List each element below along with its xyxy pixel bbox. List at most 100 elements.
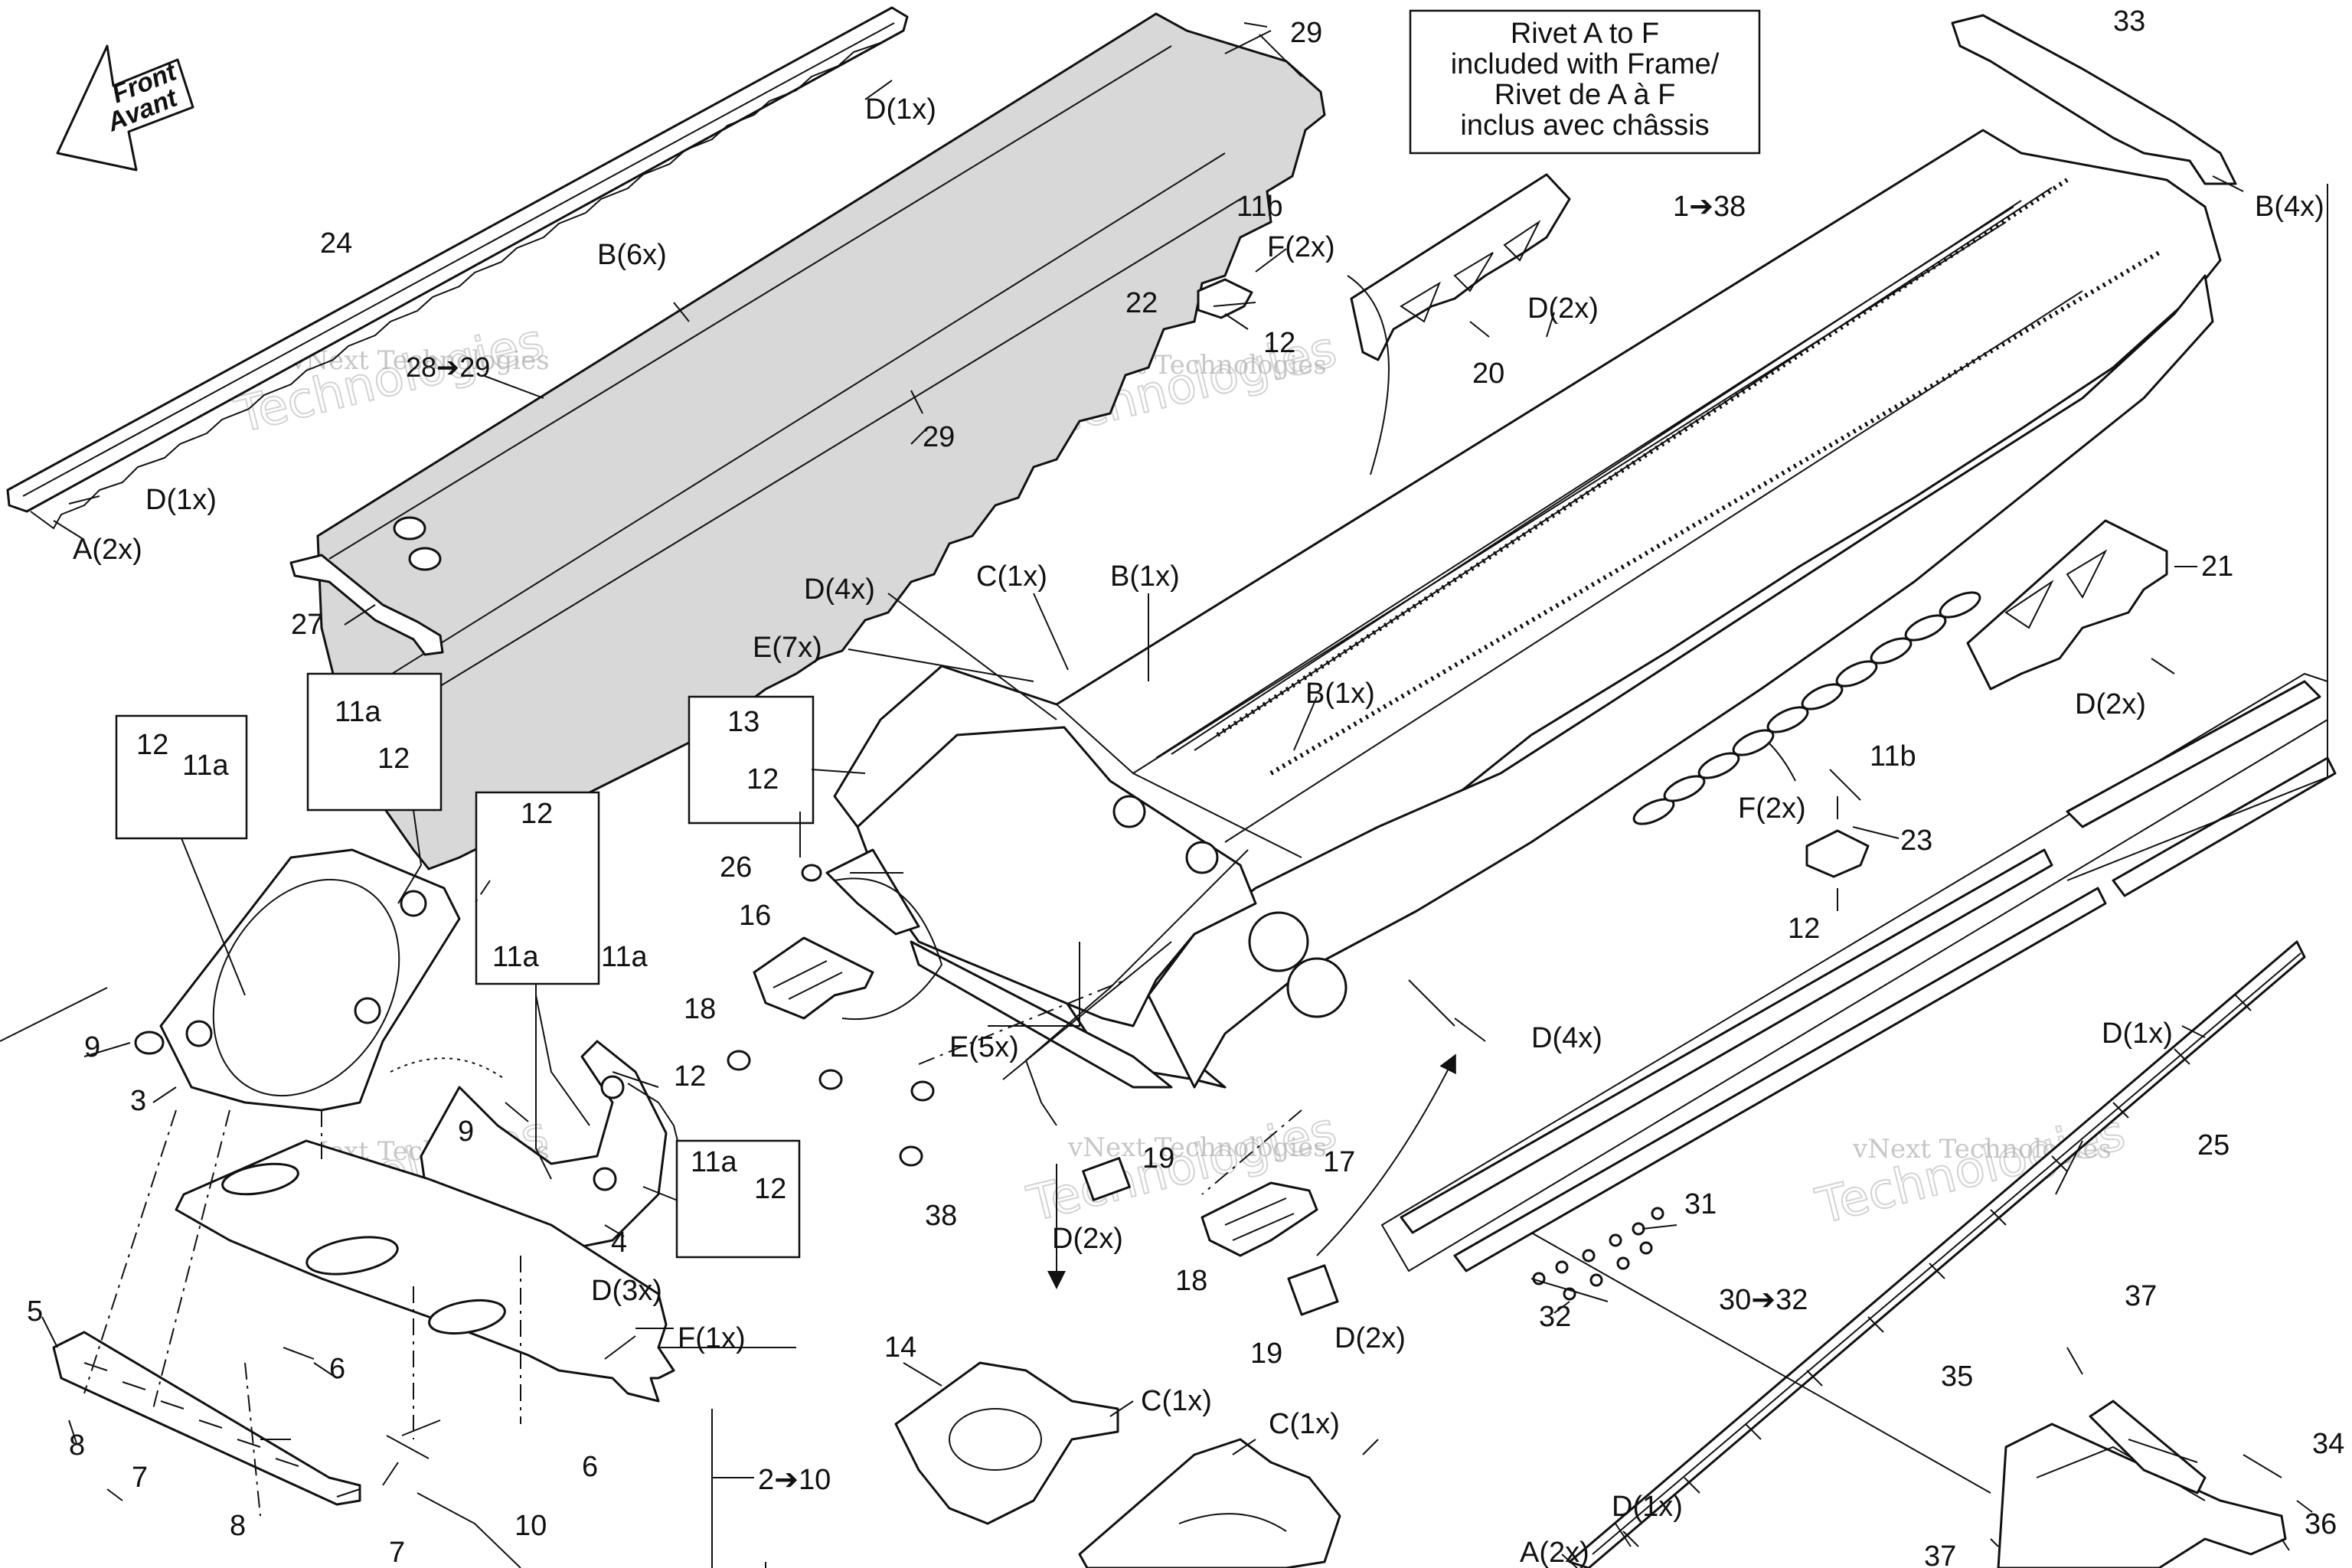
callout: 11a xyxy=(182,750,229,782)
callout: 32 xyxy=(1539,1301,1571,1333)
part-19-plate xyxy=(1082,1157,1339,1316)
callout: 1➔38 xyxy=(1673,191,1746,223)
part-9-bushing-a xyxy=(134,1031,165,1055)
callout: D(2x) xyxy=(1052,1223,1123,1255)
callout: 31 xyxy=(1684,1188,1717,1220)
callout: 3 xyxy=(130,1085,146,1117)
part-5-7-bumper xyxy=(52,1331,361,1506)
front-arrow-icon: Front Avant xyxy=(56,44,194,172)
callout: 6 xyxy=(329,1353,345,1385)
callout: 4 xyxy=(611,1227,627,1259)
rivet-note-line: included with Frame/ xyxy=(1451,48,1720,80)
callout: 37 xyxy=(1924,1540,1956,1568)
callout: D(4x) xyxy=(804,573,875,606)
part-34-bracket xyxy=(1997,1400,2287,1568)
part-24-rail xyxy=(6,6,909,530)
callout: 6 xyxy=(582,1451,598,1483)
callout: D(2x) xyxy=(1527,292,1599,325)
callout: 30➔32 xyxy=(1719,1284,1808,1316)
callout: 20 xyxy=(1472,358,1504,390)
part-14-cover xyxy=(894,1361,1119,1525)
watermark-text: vNext Technologies xyxy=(1067,1132,1327,1163)
callout: 12 xyxy=(674,1060,706,1093)
part-21-bracket xyxy=(1966,519,2168,691)
callout: 8 xyxy=(230,1510,246,1542)
callout: F(1x) xyxy=(678,1322,746,1354)
callout: 12 xyxy=(136,729,168,761)
callout: 13 xyxy=(727,706,760,738)
callout: 8 xyxy=(69,1429,85,1462)
callout: D(4x) xyxy=(1531,1022,1602,1054)
callout: 2➔10 xyxy=(758,1464,831,1496)
callout: 35 xyxy=(1941,1361,1973,1393)
callout: C(1x) xyxy=(976,560,1047,593)
callout: 10 xyxy=(514,1510,547,1542)
callout: 23 xyxy=(1900,825,1932,857)
part-20-bracket xyxy=(1350,173,1571,361)
part-25-rail xyxy=(1568,940,2306,1568)
callout: 16 xyxy=(739,900,771,932)
callout: B(1x) xyxy=(1305,678,1375,710)
callout: D(2x) xyxy=(2075,688,2146,720)
callout: 11b xyxy=(1236,191,1283,223)
callout: 9 xyxy=(84,1031,100,1063)
callout: A(2x) xyxy=(1520,1537,1589,1568)
callout: 17 xyxy=(1323,1146,1355,1178)
part-3-bracket xyxy=(159,848,461,1112)
callout: D(1x) xyxy=(2102,1018,2173,1050)
part-30-32-slides xyxy=(1380,672,2337,1301)
callout: D(1x) xyxy=(1612,1491,1683,1523)
part-2-10-skid-plate xyxy=(175,1139,675,1403)
callout: 18 xyxy=(1175,1265,1207,1297)
callout: 24 xyxy=(320,227,352,260)
callout: 19 xyxy=(1142,1142,1174,1174)
callout: C(1x) xyxy=(1141,1385,1212,1417)
rivet-note-line: inclus avec châssis xyxy=(1460,109,1709,142)
part-1-38-frame xyxy=(825,129,2222,1089)
callout: D(1x) xyxy=(145,484,217,516)
callout: 18 xyxy=(684,993,716,1025)
part-33-bracket xyxy=(1951,14,2237,185)
callout: 29 xyxy=(923,421,955,453)
frame-cutouts xyxy=(1632,591,1981,825)
part-27-bracket xyxy=(289,554,444,656)
callout: 12 xyxy=(746,763,779,795)
rivet-note-line: Rivet de A à F xyxy=(1494,79,1676,111)
callout: 37 xyxy=(2125,1280,2157,1312)
callout: 11a xyxy=(335,696,381,728)
slide-bolts xyxy=(1532,1207,1664,1301)
callout: 7 xyxy=(389,1537,405,1568)
callout: B(4x) xyxy=(2255,191,2324,223)
callout: 21 xyxy=(2201,550,2233,583)
part-23-bracket xyxy=(1805,829,1870,878)
callout: 29 xyxy=(1290,17,1322,49)
callout: D(2x) xyxy=(1334,1322,1406,1354)
callout: 34 xyxy=(2312,1428,2344,1460)
callout: 14 xyxy=(884,1331,916,1364)
assembly-lines xyxy=(0,880,1302,1568)
callout: B(6x) xyxy=(597,239,667,271)
callout: 19 xyxy=(1250,1338,1282,1370)
callout: F(2x) xyxy=(1267,231,1335,263)
callout: B(1x) xyxy=(1110,560,1180,593)
callout: 12 xyxy=(1263,327,1295,359)
callout: 38 xyxy=(925,1200,957,1232)
part-38-washers xyxy=(727,864,935,1167)
callout: 12 xyxy=(377,743,410,775)
rivet-note-box: Rivet A to F included with Frame/ Rivet … xyxy=(1409,9,1761,155)
part-22-bracket xyxy=(1197,278,1253,319)
callout: 11a xyxy=(492,941,539,973)
rivet-note-line: Rivet A to F xyxy=(1511,18,1659,50)
callout: 11b xyxy=(1870,740,1916,773)
leader-lines xyxy=(41,22,2328,1568)
callout-labels: 29 D(1x) B(6x) 24 28➔29 29 D(1x) A(2x) 2… xyxy=(27,5,2344,1568)
callout: 26 xyxy=(720,851,752,884)
callout: E(7x) xyxy=(753,632,822,664)
callout: 36 xyxy=(2305,1508,2337,1540)
inset-boxes xyxy=(115,672,815,1259)
part-9-bushing-b xyxy=(390,1057,506,1080)
callout: 22 xyxy=(1125,287,1158,319)
callout: 11a xyxy=(601,941,648,973)
part-17-footrest xyxy=(1200,1181,1318,1257)
